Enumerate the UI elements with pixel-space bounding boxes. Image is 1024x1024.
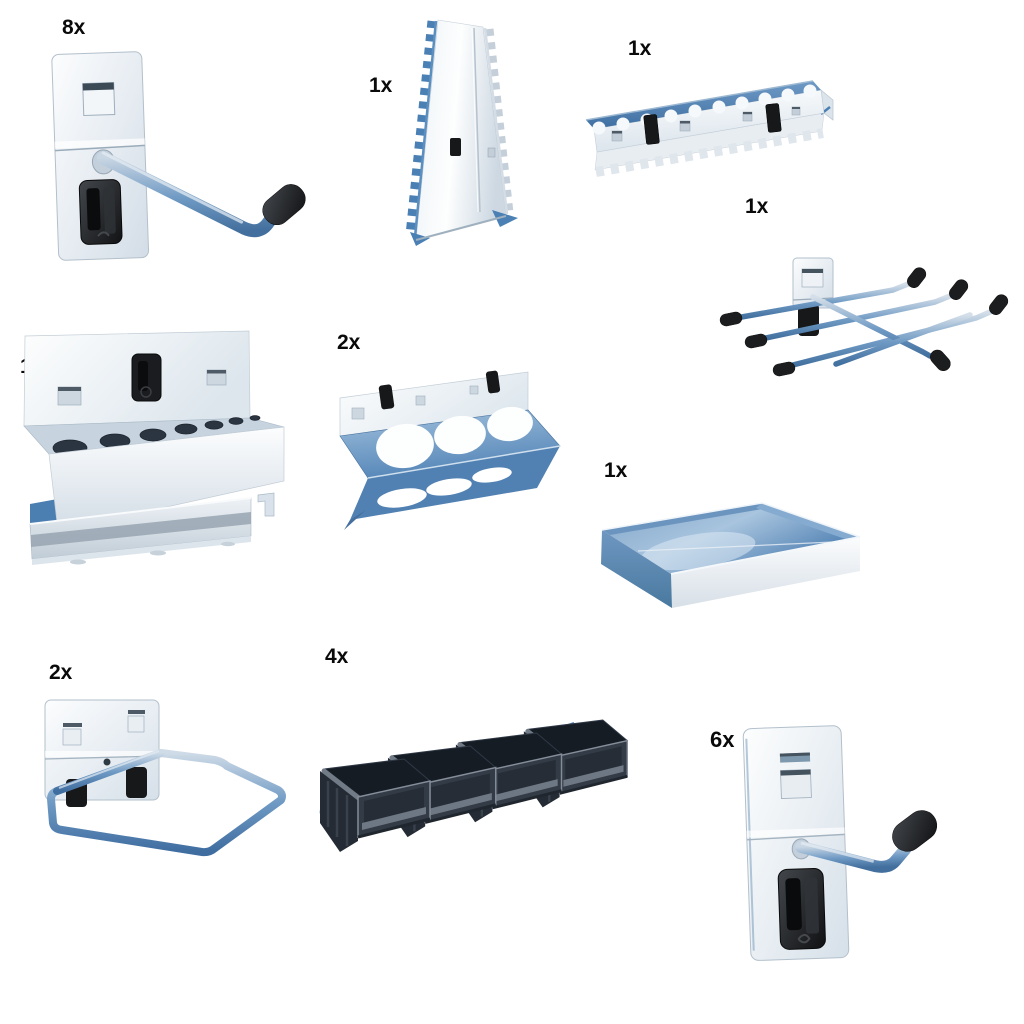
kit-item-ring-shelf: 2x	[332, 329, 572, 534]
open-front-storage-bins-image	[316, 714, 636, 854]
wire-loop-holder-image	[44, 699, 286, 857]
quantity-label: 1x	[369, 74, 393, 97]
kit-item-screwdriver-rail: 1x	[583, 35, 843, 200]
multi-prong-twin-hook-image	[719, 257, 1009, 377]
quantity-label: 1x	[604, 459, 628, 482]
quantity-label: 2x	[337, 331, 361, 354]
ring-holder-shelf-image	[339, 370, 561, 530]
quantity-label: 1x	[628, 37, 652, 60]
storage-tray-image	[601, 502, 861, 608]
wrench-rack-stand-image	[405, 19, 518, 246]
quantity-label: 4x	[325, 645, 349, 668]
pegboard-tool-hook-long-image	[51, 51, 306, 261]
tool-holder-with-tray-image	[23, 330, 285, 565]
kit-item-wrench-rack: 1x	[365, 8, 525, 253]
kit-item-loop-holder: 2x	[43, 659, 298, 869]
quantity-label: 2x	[49, 661, 73, 684]
quantity-label: 1x	[745, 195, 769, 218]
kit-item-twin-hook: 1x	[718, 193, 1018, 398]
quantity-label: 8x	[62, 16, 86, 39]
kit-item-storage-tray: 1x	[598, 457, 873, 627]
kit-item-short-hook: 6x	[710, 723, 950, 973]
kit-item-storage-bins: 4x	[316, 643, 641, 858]
quantity-label: 6x	[710, 727, 735, 752]
pegboard-tool-hook-short-image	[742, 725, 938, 961]
kit-item-tool-holder-tray: 1x	[18, 328, 308, 583]
kit-item-long-hook: 8x	[45, 14, 315, 269]
screwdriver-holder-rail-image	[585, 80, 834, 177]
